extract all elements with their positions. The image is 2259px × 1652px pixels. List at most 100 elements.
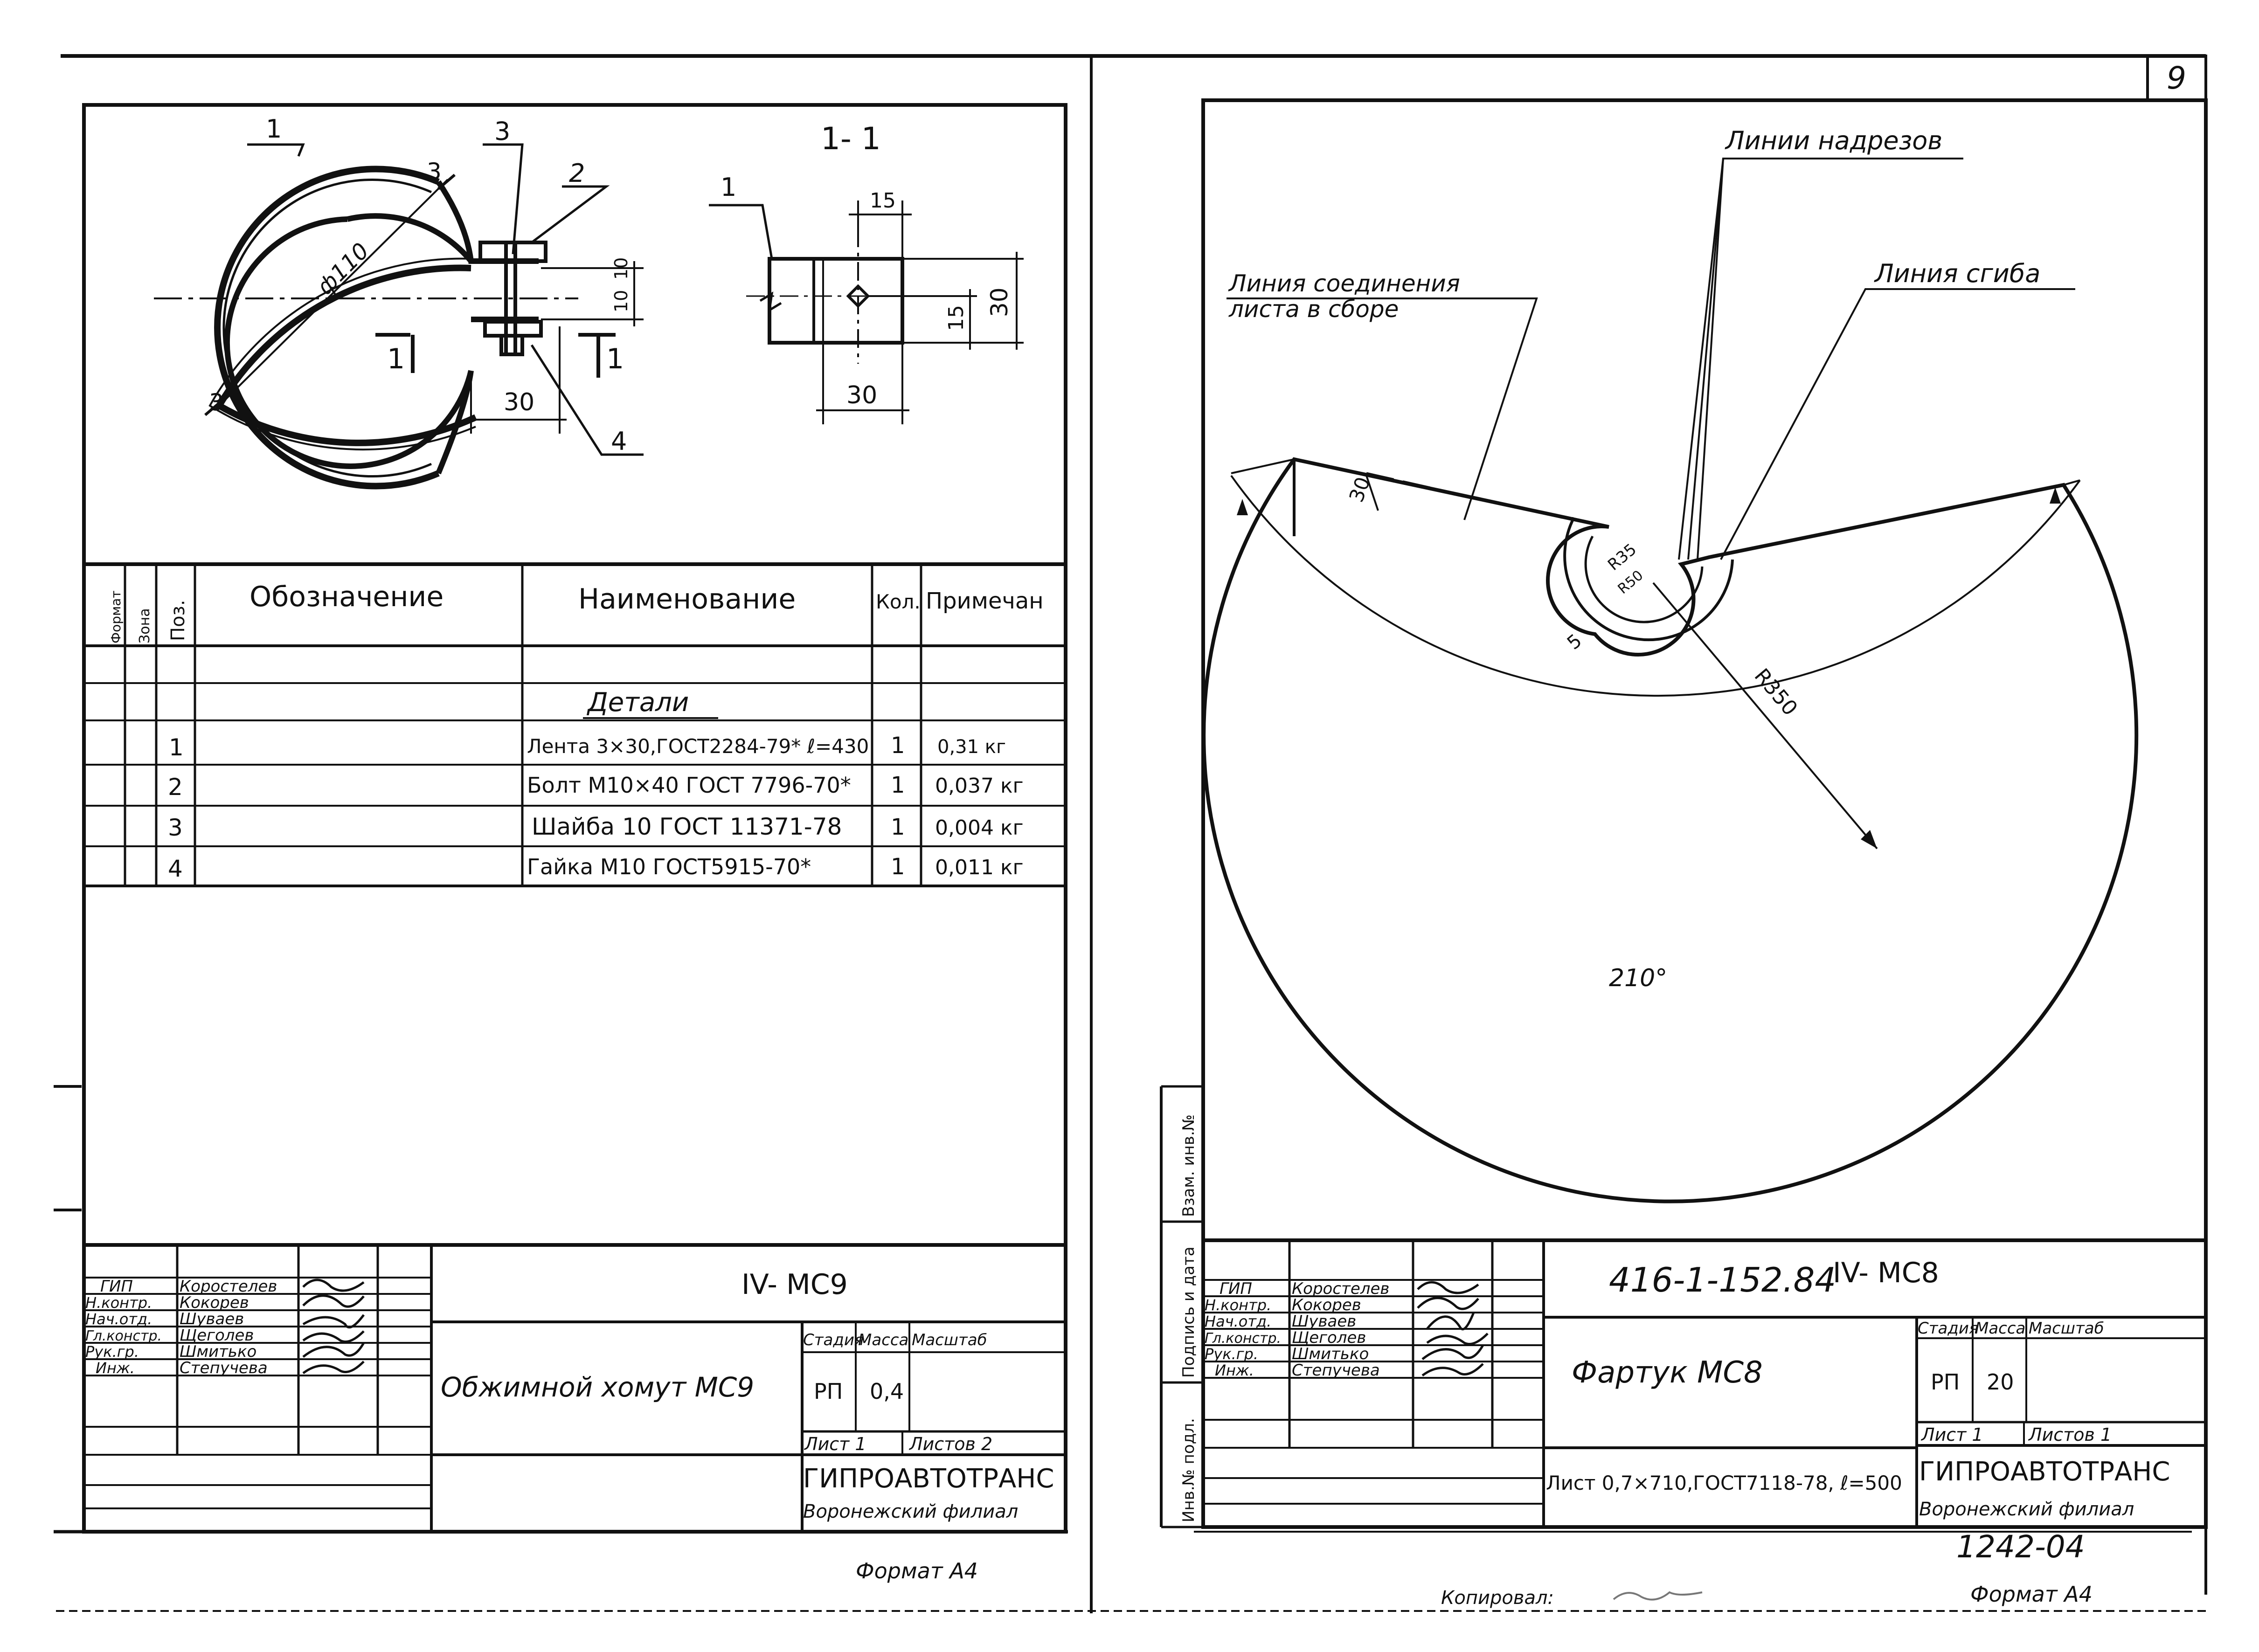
callout-4: 4 <box>611 427 627 456</box>
name-4: Щеголев <box>180 1326 254 1345</box>
left-format: Формат А4 <box>856 1558 978 1583</box>
row-2-note: 0,037 кг <box>935 774 1024 798</box>
dim-10-bottom: 10 <box>611 290 631 312</box>
right-title-block: ГИП Н.контр. Нач.отд. Гл.констр. Рук.гр.… <box>1203 1238 2206 1527</box>
callout-3-ring-low: 3 <box>209 389 224 416</box>
r-name-3: Шуваев <box>1292 1312 1356 1331</box>
dim-30-ring: 30 <box>504 388 534 416</box>
copied-label: Копировал: <box>1441 1587 1554 1609</box>
left-branch: Воронежский филиал <box>803 1501 1018 1522</box>
copied-signature <box>1613 1591 1703 1601</box>
archive-number: 1242-04 <box>1956 1529 2085 1565</box>
row-2-qty: 1 <box>891 772 905 798</box>
left-stage-label: Стадия <box>803 1331 864 1349</box>
r-signatures <box>1417 1281 1489 1377</box>
row-4-name: Гайка М10 ГОСТ5915-70* <box>527 854 811 879</box>
header-format: Формат <box>108 590 124 643</box>
name-3: Шуваев <box>180 1310 244 1328</box>
role-5: Рук.гр. <box>85 1343 139 1361</box>
left-sheets-total: Листов 2 <box>908 1434 992 1454</box>
label-join-line-1: Линия соединения <box>1228 270 1460 297</box>
left-title-block: ГИП Н.контр. Нач.отд. Гл.констр. Рук.гр.… <box>84 1243 1066 1532</box>
clamp-ring-drawing: ф110 1 3 3 3 2 4 30 10 10 1 1 <box>154 114 644 490</box>
r-role-5: Рук.гр. <box>1205 1345 1258 1363</box>
r-name-1: Коростелев <box>1292 1279 1389 1298</box>
right-stage-label: Стадия <box>1918 1319 1978 1338</box>
stamp-repl-inv: Взам. инв.№ <box>1179 1114 1198 1217</box>
right-sheet-no: Лист 1 <box>1920 1424 1983 1445</box>
left-mass: 0,4 <box>870 1379 904 1404</box>
right-sheet-frame <box>1201 98 2208 1529</box>
header-name: Наименование <box>578 583 796 615</box>
angle-210: 210° <box>1609 964 1667 992</box>
callout-3-top: 3 <box>494 117 510 146</box>
callout-1: 1 <box>266 114 282 144</box>
right-doc-number: 416-1-152.84 <box>1609 1260 1836 1299</box>
right-format: Формат А4 <box>1970 1582 2093 1607</box>
stamp-sign-date: Подпись и дата <box>1179 1246 1198 1378</box>
callout-3-ring: 3 <box>427 158 442 185</box>
row-4-qty: 1 <box>891 854 905 880</box>
right-doc-code: IV- МС8 <box>1833 1257 1939 1289</box>
left-sheet-frame <box>82 103 1067 1534</box>
r-role-2: Н.контр. <box>1205 1296 1271 1314</box>
row-3-pos: 3 <box>168 814 183 841</box>
signatures <box>302 1279 365 1375</box>
header-note: Примечан <box>926 588 1044 614</box>
page-number: 9 <box>2167 60 2186 96</box>
dim-30-side: 30 <box>986 287 1013 317</box>
label-join-line-2: листа в сборе <box>1228 296 1399 323</box>
r-name-4: Щеголев <box>1292 1328 1366 1347</box>
dim-30-section: 30 <box>846 381 877 409</box>
row-1-pos: 1 <box>169 734 184 761</box>
row-3-name: Шайба 10 ГОСТ 11371-78 <box>532 813 842 840</box>
left-org: ГИПРОАВТОТРАНС <box>803 1464 1054 1494</box>
right-mass: 20 <box>1987 1369 2014 1395</box>
name-2: Кокорев <box>180 1293 249 1312</box>
right-branch: Воронежский филиал <box>1919 1499 2134 1520</box>
name-5: Шмитько <box>180 1342 256 1361</box>
dim-10-top: 10 <box>611 257 631 280</box>
name-6: Степучева <box>180 1359 268 1377</box>
left-doc-title: Обжимной хомут МС9 <box>441 1371 754 1403</box>
r-role-6: Инж. <box>1215 1362 1254 1379</box>
row-4-pos: 4 <box>168 855 183 882</box>
header-designation: Обозначение <box>249 581 443 613</box>
row-4-note: 0,011 кг <box>935 856 1024 879</box>
role-1: ГИП <box>100 1277 133 1296</box>
row-1-qty: 1 <box>891 733 905 759</box>
radius-r350: R350 <box>1750 664 1802 720</box>
section-label: 1- 1 <box>821 121 881 157</box>
row-3-qty: 1 <box>891 814 905 840</box>
left-scale-label: Масштаб <box>912 1331 987 1349</box>
right-doc-title: Фартук МС8 <box>1572 1355 1763 1390</box>
dim-5: 5 <box>1563 630 1586 654</box>
header-qty: Кол. <box>876 590 921 613</box>
r-name-6: Степучева <box>1292 1361 1380 1380</box>
label-bend-line: Линия сгиба <box>1874 259 2040 288</box>
row-1-note: 0,31 кг <box>937 736 1006 758</box>
r-name-5: Шмитько <box>1292 1345 1369 1363</box>
section-mark-left: 1 <box>387 343 405 375</box>
r-role-4: Гл.констр. <box>1205 1330 1281 1347</box>
role-3: Нач.отд. <box>85 1310 152 1328</box>
apron-drawing: 210° R350 R35 R50 5 30 Линии надрезов Ли… <box>1202 126 2139 1203</box>
row-1-name: Лента 3×30,ГОСТ2284-79* ℓ=430 <box>527 735 869 758</box>
right-stage: РП <box>1931 1369 1960 1395</box>
role-6: Инж. <box>96 1359 135 1377</box>
dim-30-apron: 30 <box>1344 474 1374 505</box>
dim-15-side: 15 <box>944 305 968 331</box>
group-title: Детали <box>586 687 689 718</box>
row-2-name: Болт М10×40 ГОСТ 7796-70* <box>527 773 851 798</box>
role-2: Н.контр. <box>85 1294 152 1312</box>
right-material: Лист 0,7×710,ГОСТ7118-78, ℓ=500 <box>1546 1472 1902 1494</box>
right-mass-label: Масса <box>1975 1319 2025 1338</box>
left-mass-label: Масса <box>858 1331 908 1349</box>
label-cut-lines: Линии надрезов <box>1725 126 1942 155</box>
left-doc-code: IV- МС9 <box>741 1268 848 1301</box>
right-sheets-total: Листов 1 <box>2028 1424 2112 1445</box>
stamp-inv-no: Инв.№ подл. <box>1179 1418 1198 1522</box>
row-3-note: 0,004 кг <box>935 816 1024 840</box>
spec-table: Формат Зона Поз. Обозначение Наименовани… <box>84 562 1066 887</box>
